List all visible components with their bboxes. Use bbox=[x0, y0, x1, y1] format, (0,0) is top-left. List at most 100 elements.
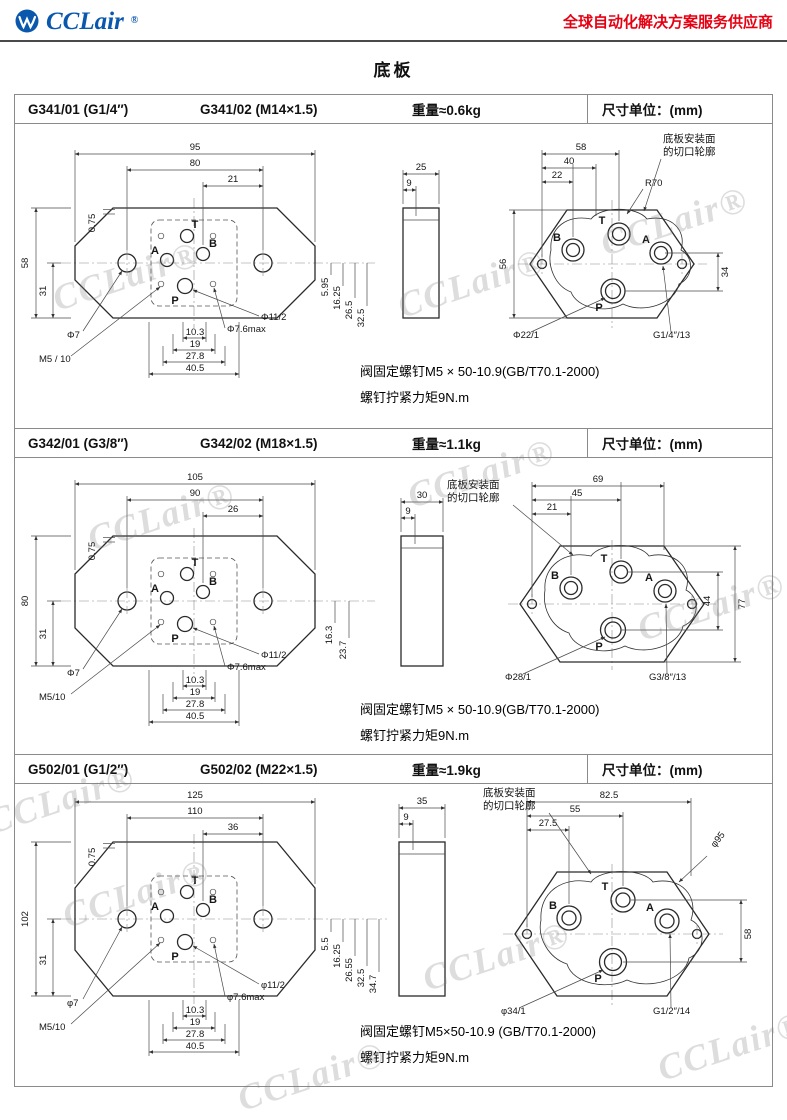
plate-outline bbox=[74, 841, 316, 997]
dimension-unit: 尺寸单位：(mm) bbox=[587, 429, 772, 457]
callout-line-1: 底板安装面 bbox=[447, 478, 500, 491]
dim-offset: 36 bbox=[228, 822, 239, 833]
hex-port-label-a: A bbox=[645, 572, 653, 584]
hex-outline bbox=[519, 545, 705, 663]
section-drawing: T A B P 95 80 21 58 31 0.75 bbox=[15, 124, 772, 428]
dim-hole-spacing: 90 bbox=[190, 488, 201, 499]
dimension-unit: 尺寸单位：(mm) bbox=[587, 755, 772, 783]
hex-view: B T A P 69 45 21 底板安装面 的切口轮廓 44 77 Φ28/1… bbox=[447, 474, 748, 683]
front-view: T A B P bbox=[61, 198, 375, 328]
header-slogan: 全球自动化解决方案服务供应商 bbox=[562, 13, 773, 31]
note-torque: 螺钉拧紧力矩9N.m bbox=[360, 390, 469, 405]
hex-view: B T A P 58 40 22 R70 底板安装面 的切口轮廓 56 34 Φ… bbox=[498, 132, 731, 341]
dim-v-1: 16.3 bbox=[324, 626, 335, 645]
dim-port-1: 10.3 bbox=[186, 327, 205, 338]
front-view: T A B P bbox=[61, 528, 375, 674]
dim-width-overall: 105 bbox=[187, 472, 203, 483]
brand-logo-icon bbox=[15, 9, 39, 33]
plate-outline bbox=[74, 535, 316, 667]
dim-port-2: 19 bbox=[190, 687, 201, 698]
dim-thickness: 35 bbox=[417, 796, 428, 807]
callout-line-2: 的切口轮廓 bbox=[663, 145, 716, 158]
callout-line-2: 的切口轮廓 bbox=[483, 799, 536, 812]
section-g341: G341/01 (G1/4″) G341/02 (M14×1.5) 重量≈0.6… bbox=[15, 95, 772, 428]
callout-line-2: 的切口轮廓 bbox=[447, 491, 500, 504]
hex-outline bbox=[514, 871, 710, 997]
hex-dim-left: 56 bbox=[498, 259, 509, 270]
port-label-p: P bbox=[171, 295, 178, 307]
note-screw: 阀固定螺钉M5 × 50-10.9(GB/T70.1-2000) bbox=[360, 702, 600, 717]
dim-width-overall: 125 bbox=[187, 790, 203, 801]
hex-thread-size: G1/2″/14 bbox=[653, 1006, 690, 1017]
label-thread: M5/10 bbox=[39, 1022, 65, 1033]
hex-dim-right-2: 77 bbox=[737, 599, 748, 610]
hex-dim-1: 58 bbox=[576, 142, 587, 153]
note-screw: 阀固定螺钉M5 × 50-10.9(GB/T70.1-2000) bbox=[360, 364, 600, 379]
hex-port-label-a: A bbox=[642, 234, 650, 246]
weight: 重量≈1.1kg bbox=[412, 437, 481, 452]
hex-port-label-t: T bbox=[601, 553, 608, 565]
hex-port-label-t: T bbox=[602, 881, 609, 893]
label-counterbore: Φ11/2 bbox=[261, 650, 286, 661]
port-label-b: B bbox=[209, 576, 217, 588]
label-hole-max: Φ7.6max bbox=[227, 662, 266, 673]
spec-table: G341/01 (G1/4″) G341/02 (M14×1.5) 重量≈0.6… bbox=[14, 94, 773, 1087]
hex-dim-3: 22 bbox=[552, 170, 563, 181]
contour-radius-label: R70 bbox=[645, 178, 662, 189]
hex-port-size: φ34/1 bbox=[501, 1006, 526, 1017]
hex-view: B T A P 82.5 55 27.5 φ95 底板安装面 的切口轮廓 58 … bbox=[483, 786, 754, 1017]
port-label-p: P bbox=[171, 951, 178, 963]
section-header: G341/01 (G1/4″) G341/02 (M14×1.5) 重量≈0.6… bbox=[15, 95, 772, 124]
dim-port-1: 10.3 bbox=[186, 1005, 205, 1016]
section-drawing: T A B P 125 110 36 102 31 0.75 bbox=[15, 784, 772, 1086]
model-2: G502/02 (M22×1.5) bbox=[200, 761, 318, 777]
dim-height-overall: 80 bbox=[20, 596, 31, 607]
dim-height-overall: 58 bbox=[20, 258, 31, 269]
dim-step: 9 bbox=[403, 812, 408, 823]
dim-v-4: 32.5 bbox=[356, 969, 367, 988]
dim-recess-depth: 0.75 bbox=[87, 542, 98, 561]
hex-port-label-b: B bbox=[549, 900, 557, 912]
dim-port-4: 40.5 bbox=[186, 711, 205, 722]
port-label-b: B bbox=[209, 894, 217, 906]
side-view: 35 9 bbox=[398, 796, 446, 997]
brand-logo: CCLair® bbox=[14, 8, 138, 34]
label-hole-max: φ7.6max bbox=[227, 992, 265, 1003]
dim-hole-spacing: 110 bbox=[187, 806, 202, 817]
dim-v-4: 32.5 bbox=[356, 309, 367, 328]
note-torque: 螺钉拧紧力矩9N.m bbox=[360, 728, 469, 743]
hex-port-label-p: P bbox=[595, 302, 602, 314]
dim-step: 9 bbox=[406, 178, 411, 189]
port-label-t: T bbox=[192, 219, 199, 231]
model-1: G342/01 (G3/8″) bbox=[28, 435, 129, 451]
callout-line-1: 底板安装面 bbox=[483, 786, 536, 799]
dim-v-1: 5.5 bbox=[320, 937, 331, 950]
port-label-a: A bbox=[151, 245, 159, 257]
dim-height-half: 31 bbox=[38, 629, 49, 640]
port-label-a: A bbox=[151, 583, 159, 595]
hex-port-size: Φ22/1 bbox=[513, 330, 539, 341]
drawing-g502: T A B P 125 110 36 102 31 0.75 bbox=[20, 786, 754, 1065]
dim-hole-spacing: 80 bbox=[190, 158, 201, 169]
hex-port-label-b: B bbox=[553, 232, 561, 244]
dim-v-1: 5.95 bbox=[320, 278, 331, 297]
model-2: G341/02 (M14×1.5) bbox=[200, 101, 318, 117]
cutout-contour bbox=[549, 208, 691, 310]
port-label-p: P bbox=[171, 633, 178, 645]
label-thread: M5/10 bbox=[39, 692, 65, 703]
model-2: G342/02 (M18×1.5) bbox=[200, 435, 318, 451]
brand-name: CCLair bbox=[46, 7, 124, 35]
weight: 重量≈1.9kg bbox=[412, 763, 481, 778]
hex-port-label-a: A bbox=[646, 902, 654, 914]
port-label-t: T bbox=[192, 875, 199, 887]
hex-dim-2: 45 bbox=[572, 488, 583, 499]
section-drawing: T A B P 105 90 26 80 31 0.75 bbox=[15, 458, 772, 754]
section-header: G502/01 (G1/2″) G502/02 (M22×1.5) 重量≈1.9… bbox=[15, 754, 772, 784]
page-title: 底板 bbox=[373, 61, 414, 80]
note-screw: 阀固定螺钉M5×50-10.9 (GB/T70.1-2000) bbox=[360, 1024, 596, 1039]
valve-outline-dashed bbox=[150, 557, 238, 645]
front-dimensions: 105 90 26 80 31 0.75 10.3 19 27.8 40.5 Φ… bbox=[20, 472, 350, 726]
plate-outline bbox=[74, 207, 316, 319]
side-outline bbox=[400, 535, 444, 667]
front-view: T A B P bbox=[61, 834, 387, 1004]
